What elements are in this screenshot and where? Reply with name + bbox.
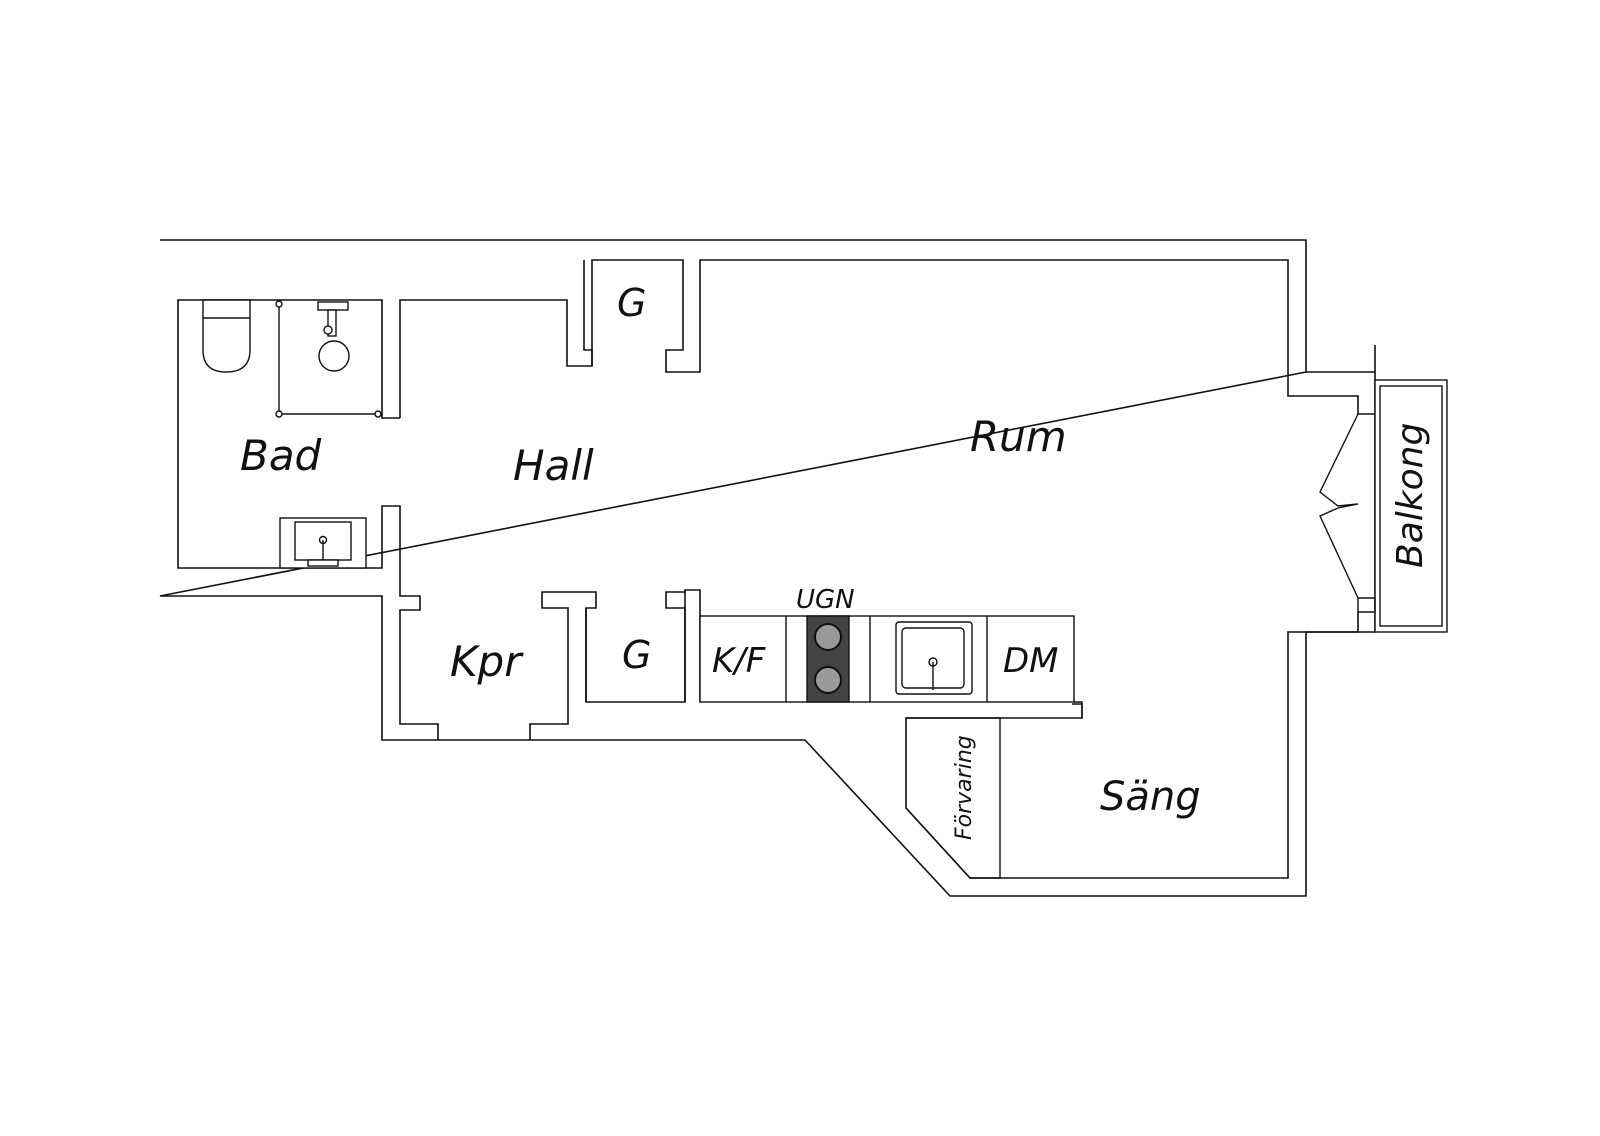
shower-corner-right [374, 410, 382, 418]
storage-outline [905, 717, 1001, 879]
shower-head-bar [317, 301, 349, 311]
shower-corner-left [275, 410, 283, 418]
shower-head [327, 309, 337, 337]
label-g-top: G [617, 281, 646, 325]
bathroom-walls [399, 259, 1359, 879]
shower-corner-top [275, 300, 283, 308]
label-kf: K/F [712, 641, 766, 681]
label-kpr: Kpr [450, 637, 524, 686]
label-hall: Hall [513, 441, 594, 490]
label-dm: DM [1003, 641, 1059, 681]
wardrobe-top-walls [583, 260, 593, 366]
bathroom-sink-handle [307, 559, 339, 567]
label-g-bottom: G [622, 633, 651, 677]
label-bad: Bad [240, 431, 322, 480]
kpr-closet-walls [529, 589, 701, 740]
label-sang: Säng [1100, 774, 1201, 820]
shower-valve [323, 325, 333, 335]
stove-burner-bottom [814, 666, 842, 694]
shower-drain [318, 340, 350, 372]
label-rum: Rum [970, 412, 1067, 461]
kitchen-counter [699, 615, 1075, 703]
balcony-door [1319, 413, 1376, 613]
label-balkong: Balkong [1390, 423, 1431, 568]
bathroom-outline [177, 299, 439, 740]
label-ugn: UGN [796, 585, 855, 615]
toilet [202, 299, 251, 373]
balcony-inner [1379, 385, 1443, 627]
kitchen-counter-edge [1074, 701, 1083, 718]
wardrobe-bottom-walls [585, 590, 686, 702]
stove-burner-top [814, 623, 842, 651]
label-forvaring: Förvaring [952, 735, 977, 840]
